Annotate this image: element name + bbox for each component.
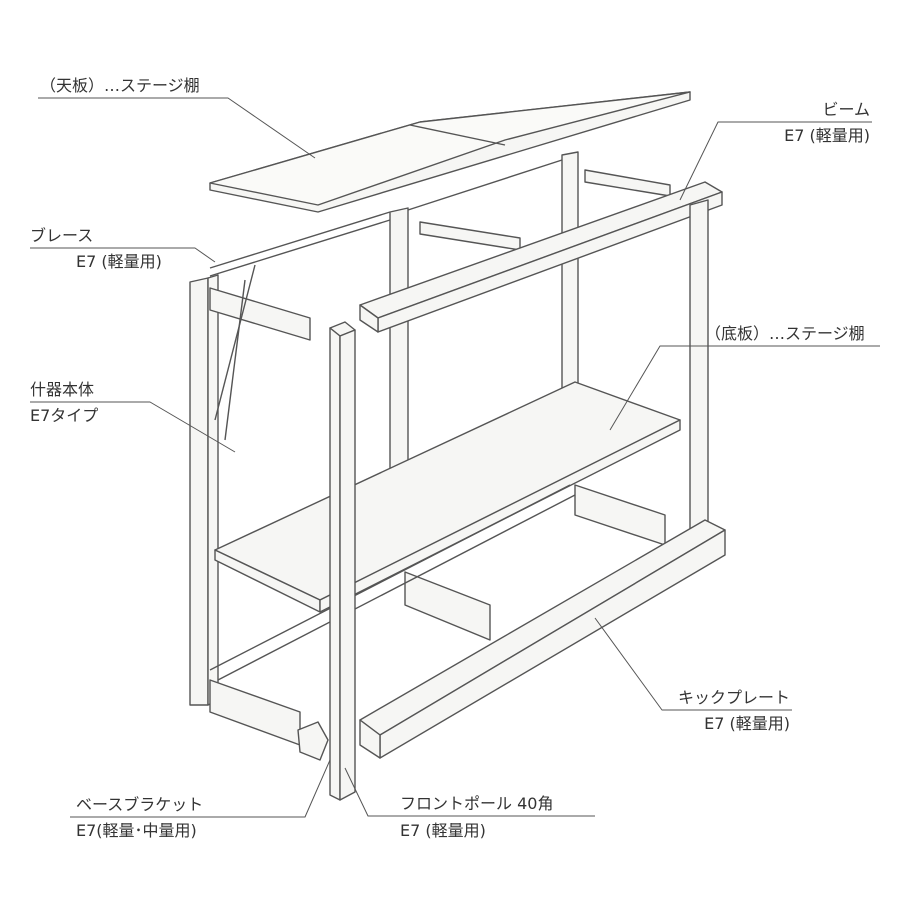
label-body-name: 什器本体 (30, 380, 95, 399)
label-pole-spec: E7 (軽量用) (400, 821, 486, 840)
label-bracket-name: ベースブラケット (76, 795, 204, 814)
label-body-spec: E7タイプ (30, 406, 99, 425)
label-pole-name: フロントポール 40角 (400, 794, 554, 813)
label-beam-spec: E7 (軽量用) (784, 126, 870, 145)
label-beam-name: ビーム (822, 100, 870, 119)
label-bottom-board: （底板）…ステージ棚 (705, 324, 865, 343)
label-top-board: （天板）…ステージ棚 (40, 76, 200, 95)
front-pole (329, 321, 356, 801)
base-bracket (297, 721, 329, 761)
left-frame (189, 264, 311, 746)
leader-lines (30, 97, 880, 818)
beam (359, 181, 723, 333)
label-brace-name: ブレース (30, 226, 94, 245)
label-brace-spec: E7 (軽量用) (76, 252, 162, 271)
right-post (689, 199, 709, 541)
kick-plate (359, 519, 726, 759)
label-kick-spec: E7 (軽量用) (704, 714, 790, 733)
label-bracket-spec: E7(軽量･中量用) (76, 821, 197, 840)
top-board (209, 91, 691, 213)
label-kick-name: キックプレート (677, 688, 790, 707)
